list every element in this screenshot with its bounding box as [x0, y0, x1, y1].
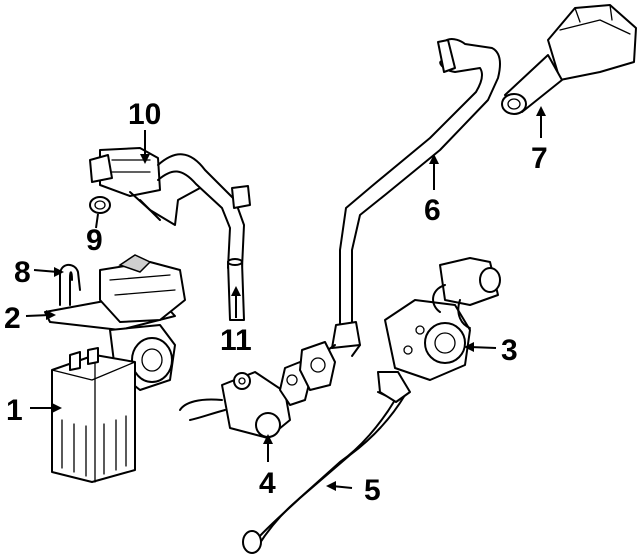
part-3-egr-pump[interactable]	[384, 257, 501, 381]
gaskets	[279, 341, 336, 406]
part-4-egr-valve[interactable]	[179, 371, 291, 439]
leader-lines	[25, 106, 546, 491]
callout-6: 6	[424, 194, 441, 227]
part-2-bracket[interactable]	[44, 254, 186, 391]
part-6-tube[interactable]	[324, 38, 501, 357]
callout-11: 11	[220, 324, 252, 357]
callout-3: 3	[501, 334, 518, 367]
part-1-canister[interactable]	[51, 347, 136, 483]
callout-7: 7	[531, 142, 548, 175]
callout-5: 5	[364, 474, 381, 507]
callout-10: 10	[128, 98, 161, 131]
callout-9: 9	[86, 224, 103, 257]
part-10-solenoid[interactable]	[89, 147, 251, 269]
callout-4: 4	[259, 467, 276, 500]
part-7-air-intake[interactable]	[501, 4, 637, 115]
callout-8: 8	[14, 256, 31, 289]
callout-2: 2	[4, 302, 21, 335]
callout-1: 1	[6, 394, 23, 427]
part-9-vacuum-fitting[interactable]	[89, 196, 111, 214]
part-5-tube[interactable]	[242, 371, 411, 554]
part-8-hose[interactable]	[59, 263, 81, 306]
